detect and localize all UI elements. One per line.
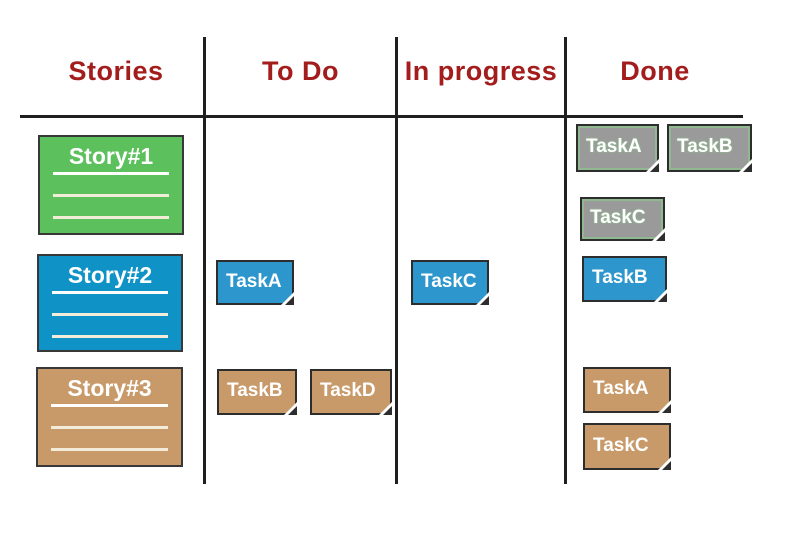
task-note-done[interactable]: TaskC — [583, 423, 671, 470]
task-label: TaskC — [593, 434, 649, 456]
ruled-line — [52, 313, 168, 316]
task-label: TaskB — [592, 267, 648, 288]
ruled-line — [52, 291, 168, 294]
story-card[interactable]: Story#2 — [37, 254, 183, 352]
ruled-line — [53, 172, 169, 175]
task-note-todo[interactable]: TaskB — [217, 369, 297, 415]
task-note-todo[interactable]: TaskA — [216, 260, 294, 305]
column-divider-2 — [395, 37, 398, 484]
column-header-stories: Stories — [68, 56, 164, 86]
column-header-done: Done — [620, 56, 690, 86]
task-note-todo[interactable]: TaskD — [310, 369, 392, 415]
column-divider-1 — [203, 37, 206, 484]
story-card[interactable]: Story#1 — [38, 135, 184, 235]
column-header-todo: To Do — [262, 56, 339, 86]
ruled-line — [51, 404, 168, 407]
task-label: TaskA — [586, 136, 642, 157]
task-label: TaskA — [226, 270, 282, 292]
column-divider-3 — [564, 37, 567, 484]
ruled-line — [52, 335, 168, 338]
ruled-line — [51, 426, 168, 429]
ruled-line — [51, 448, 168, 451]
story-card[interactable]: Story#3 — [36, 367, 183, 467]
story-title: Story#1 — [68, 143, 154, 169]
task-label: TaskC — [590, 207, 646, 228]
task-label: TaskC — [421, 270, 477, 292]
task-note-inprogress[interactable]: TaskC — [411, 260, 489, 305]
header-divider — [20, 115, 743, 118]
story-title: Story#2 — [67, 262, 153, 288]
task-label: TaskB — [677, 136, 733, 157]
task-note-done[interactable]: TaskB — [582, 256, 667, 302]
ruled-line — [53, 194, 169, 197]
task-label: TaskD — [320, 380, 376, 401]
task-note-done[interactable]: TaskB — [667, 124, 752, 172]
task-label: TaskA — [593, 378, 649, 399]
task-note-done[interactable]: TaskC — [580, 197, 665, 241]
task-note-done[interactable]: TaskA — [583, 367, 671, 413]
story-title: Story#3 — [67, 375, 152, 401]
task-label: TaskB — [227, 380, 283, 401]
column-header-inprogress: In progress — [404, 56, 558, 86]
ruled-line — [53, 216, 169, 219]
task-note-done[interactable]: TaskA — [576, 124, 659, 172]
